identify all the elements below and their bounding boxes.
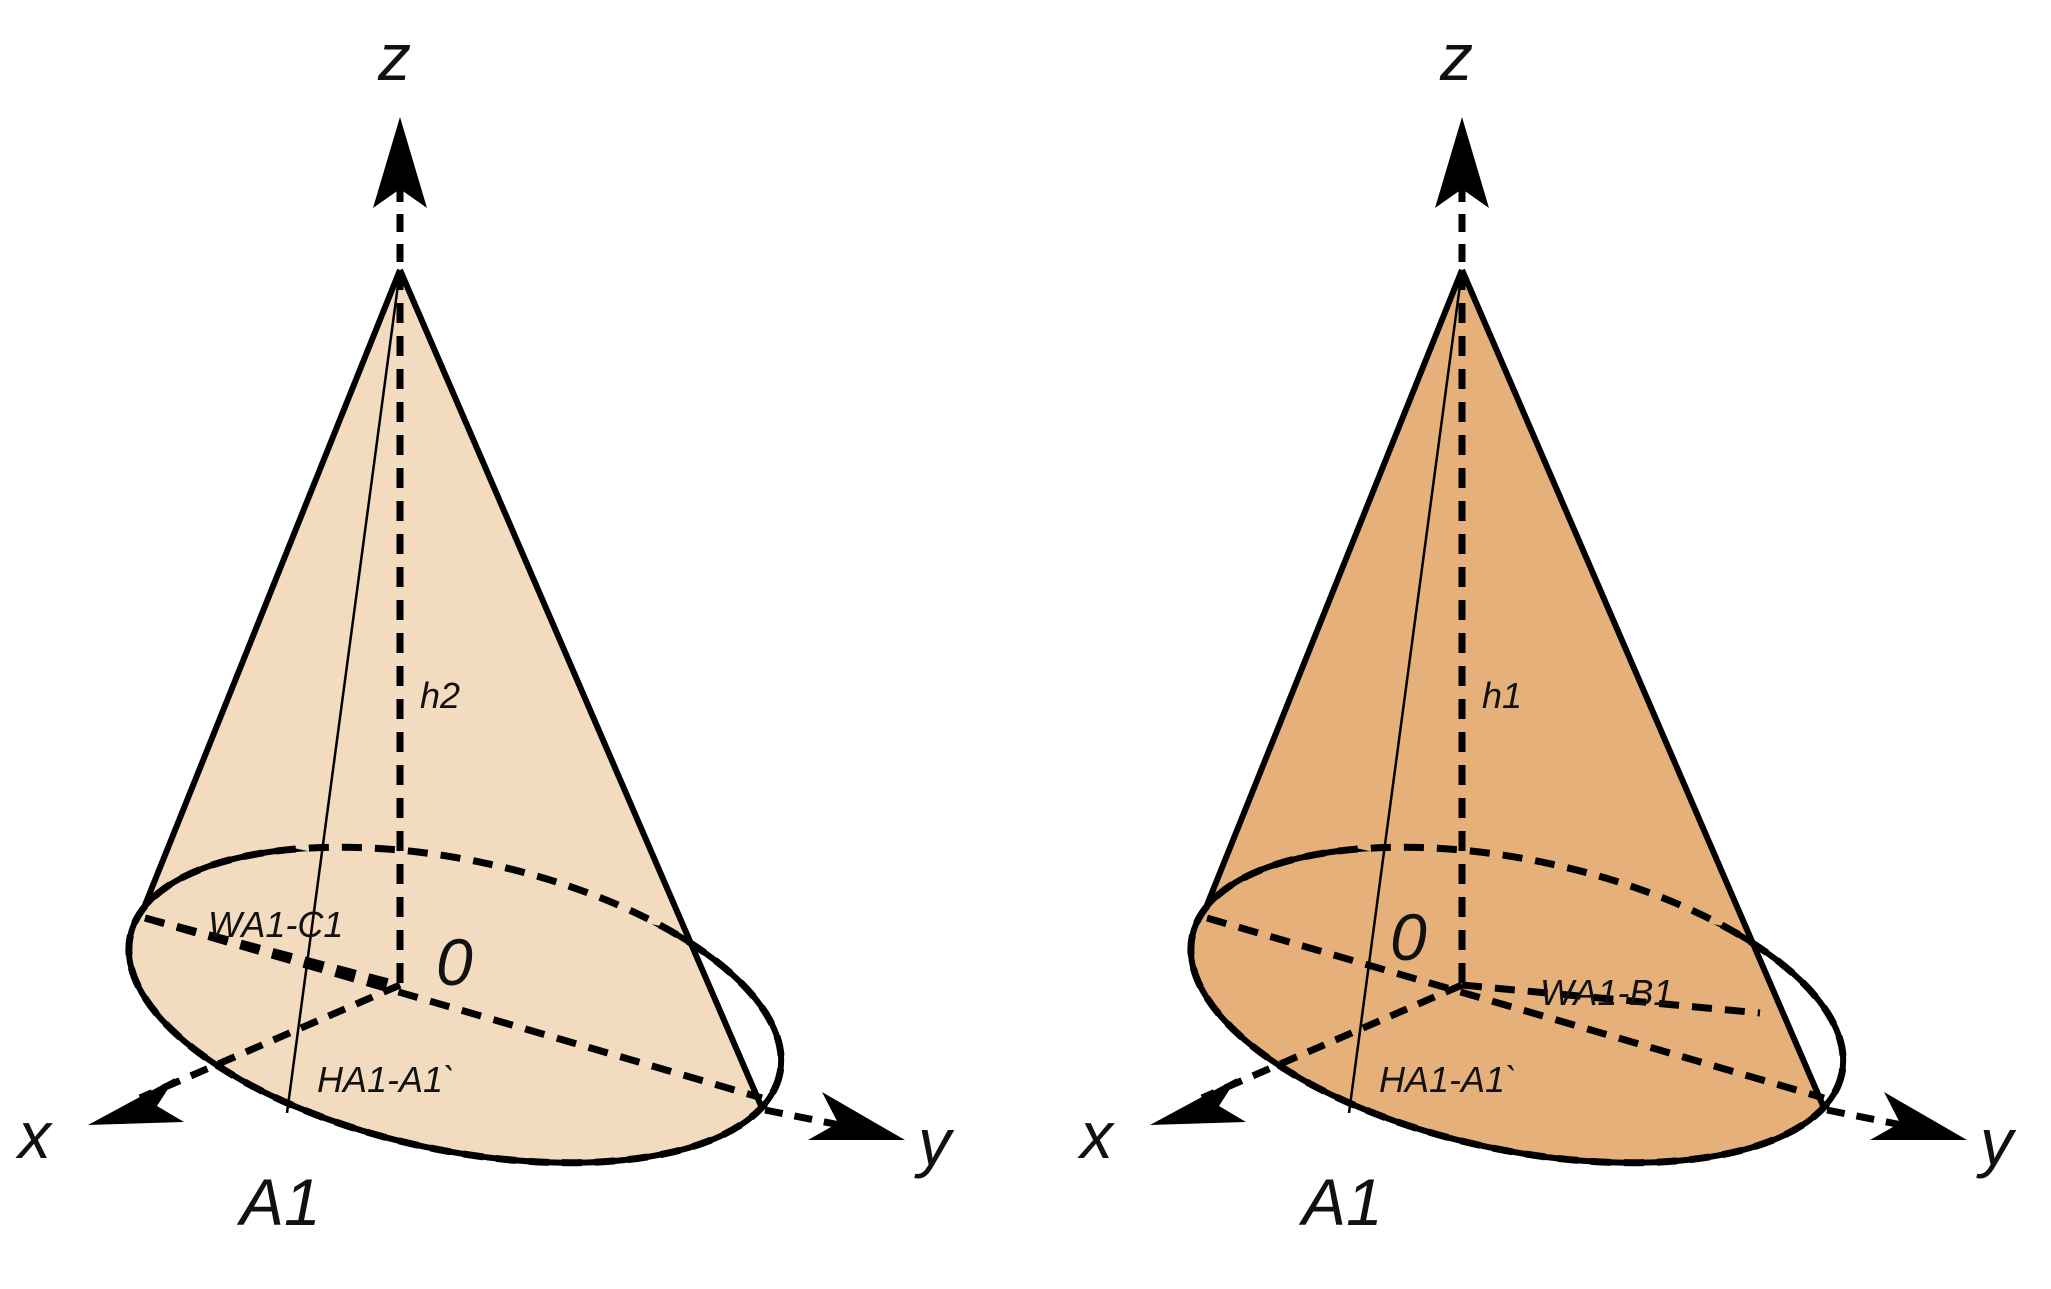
- right-cone-diagram: z x y A1 0 h1 WA1-B1 HA1-A1`: [1077, 20, 2017, 1239]
- left-slant-line: [285, 269, 402, 1114]
- left-cone-left-edge: [142, 268, 403, 907]
- left-x-axis: [138, 981, 402, 1102]
- right-slant-label: HA1-A1`: [1379, 1059, 1517, 1100]
- right-x-axis: [1200, 981, 1464, 1102]
- right-y-arrowhead: [1870, 1092, 1967, 1140]
- right-x-arrowhead: [1150, 1078, 1246, 1125]
- left-y-arrowhead: [808, 1092, 905, 1140]
- left-x-label: x: [15, 1098, 53, 1172]
- right-z-label: z: [1439, 20, 1473, 94]
- right-point-label: A1: [1298, 1165, 1383, 1239]
- left-origin-label: 0: [436, 925, 473, 999]
- right-x-label: x: [1077, 1098, 1115, 1172]
- right-cone-left-edge: [1204, 268, 1465, 907]
- right-z-arrowhead: [1435, 117, 1489, 208]
- left-z-arrowhead: [373, 117, 427, 208]
- right-diameter-dash: [1206, 914, 1825, 1102]
- left-x-arrowhead: [88, 1078, 184, 1125]
- right-y-label: y: [1976, 1105, 2017, 1179]
- right-slant-line: [1347, 269, 1464, 1114]
- right-height-label: h1: [1482, 675, 1522, 716]
- left-width-label: WA1-C1: [208, 904, 343, 945]
- left-cone-body: [126, 270, 762, 1165]
- left-point-label: A1: [236, 1165, 321, 1239]
- left-height-label: h2: [420, 675, 460, 716]
- right-width-label: WA1-B1: [1540, 972, 1673, 1013]
- left-cone-diagram: z x y A1 0 h2 WA1-C1 HA1-A1`: [15, 20, 955, 1239]
- right-origin-label: 0: [1390, 900, 1427, 974]
- left-cone-right-edge: [397, 268, 765, 1110]
- left-origin-to-c1: [144, 914, 401, 989]
- left-slant-label: HA1-A1`: [317, 1059, 455, 1100]
- right-cone-body: [1188, 270, 1824, 1165]
- right-origin-to-b1: [1461, 981, 1761, 1017]
- right-cone-right-edge: [1459, 268, 1827, 1110]
- left-z-label: z: [377, 20, 411, 94]
- left-y-label: y: [914, 1105, 955, 1179]
